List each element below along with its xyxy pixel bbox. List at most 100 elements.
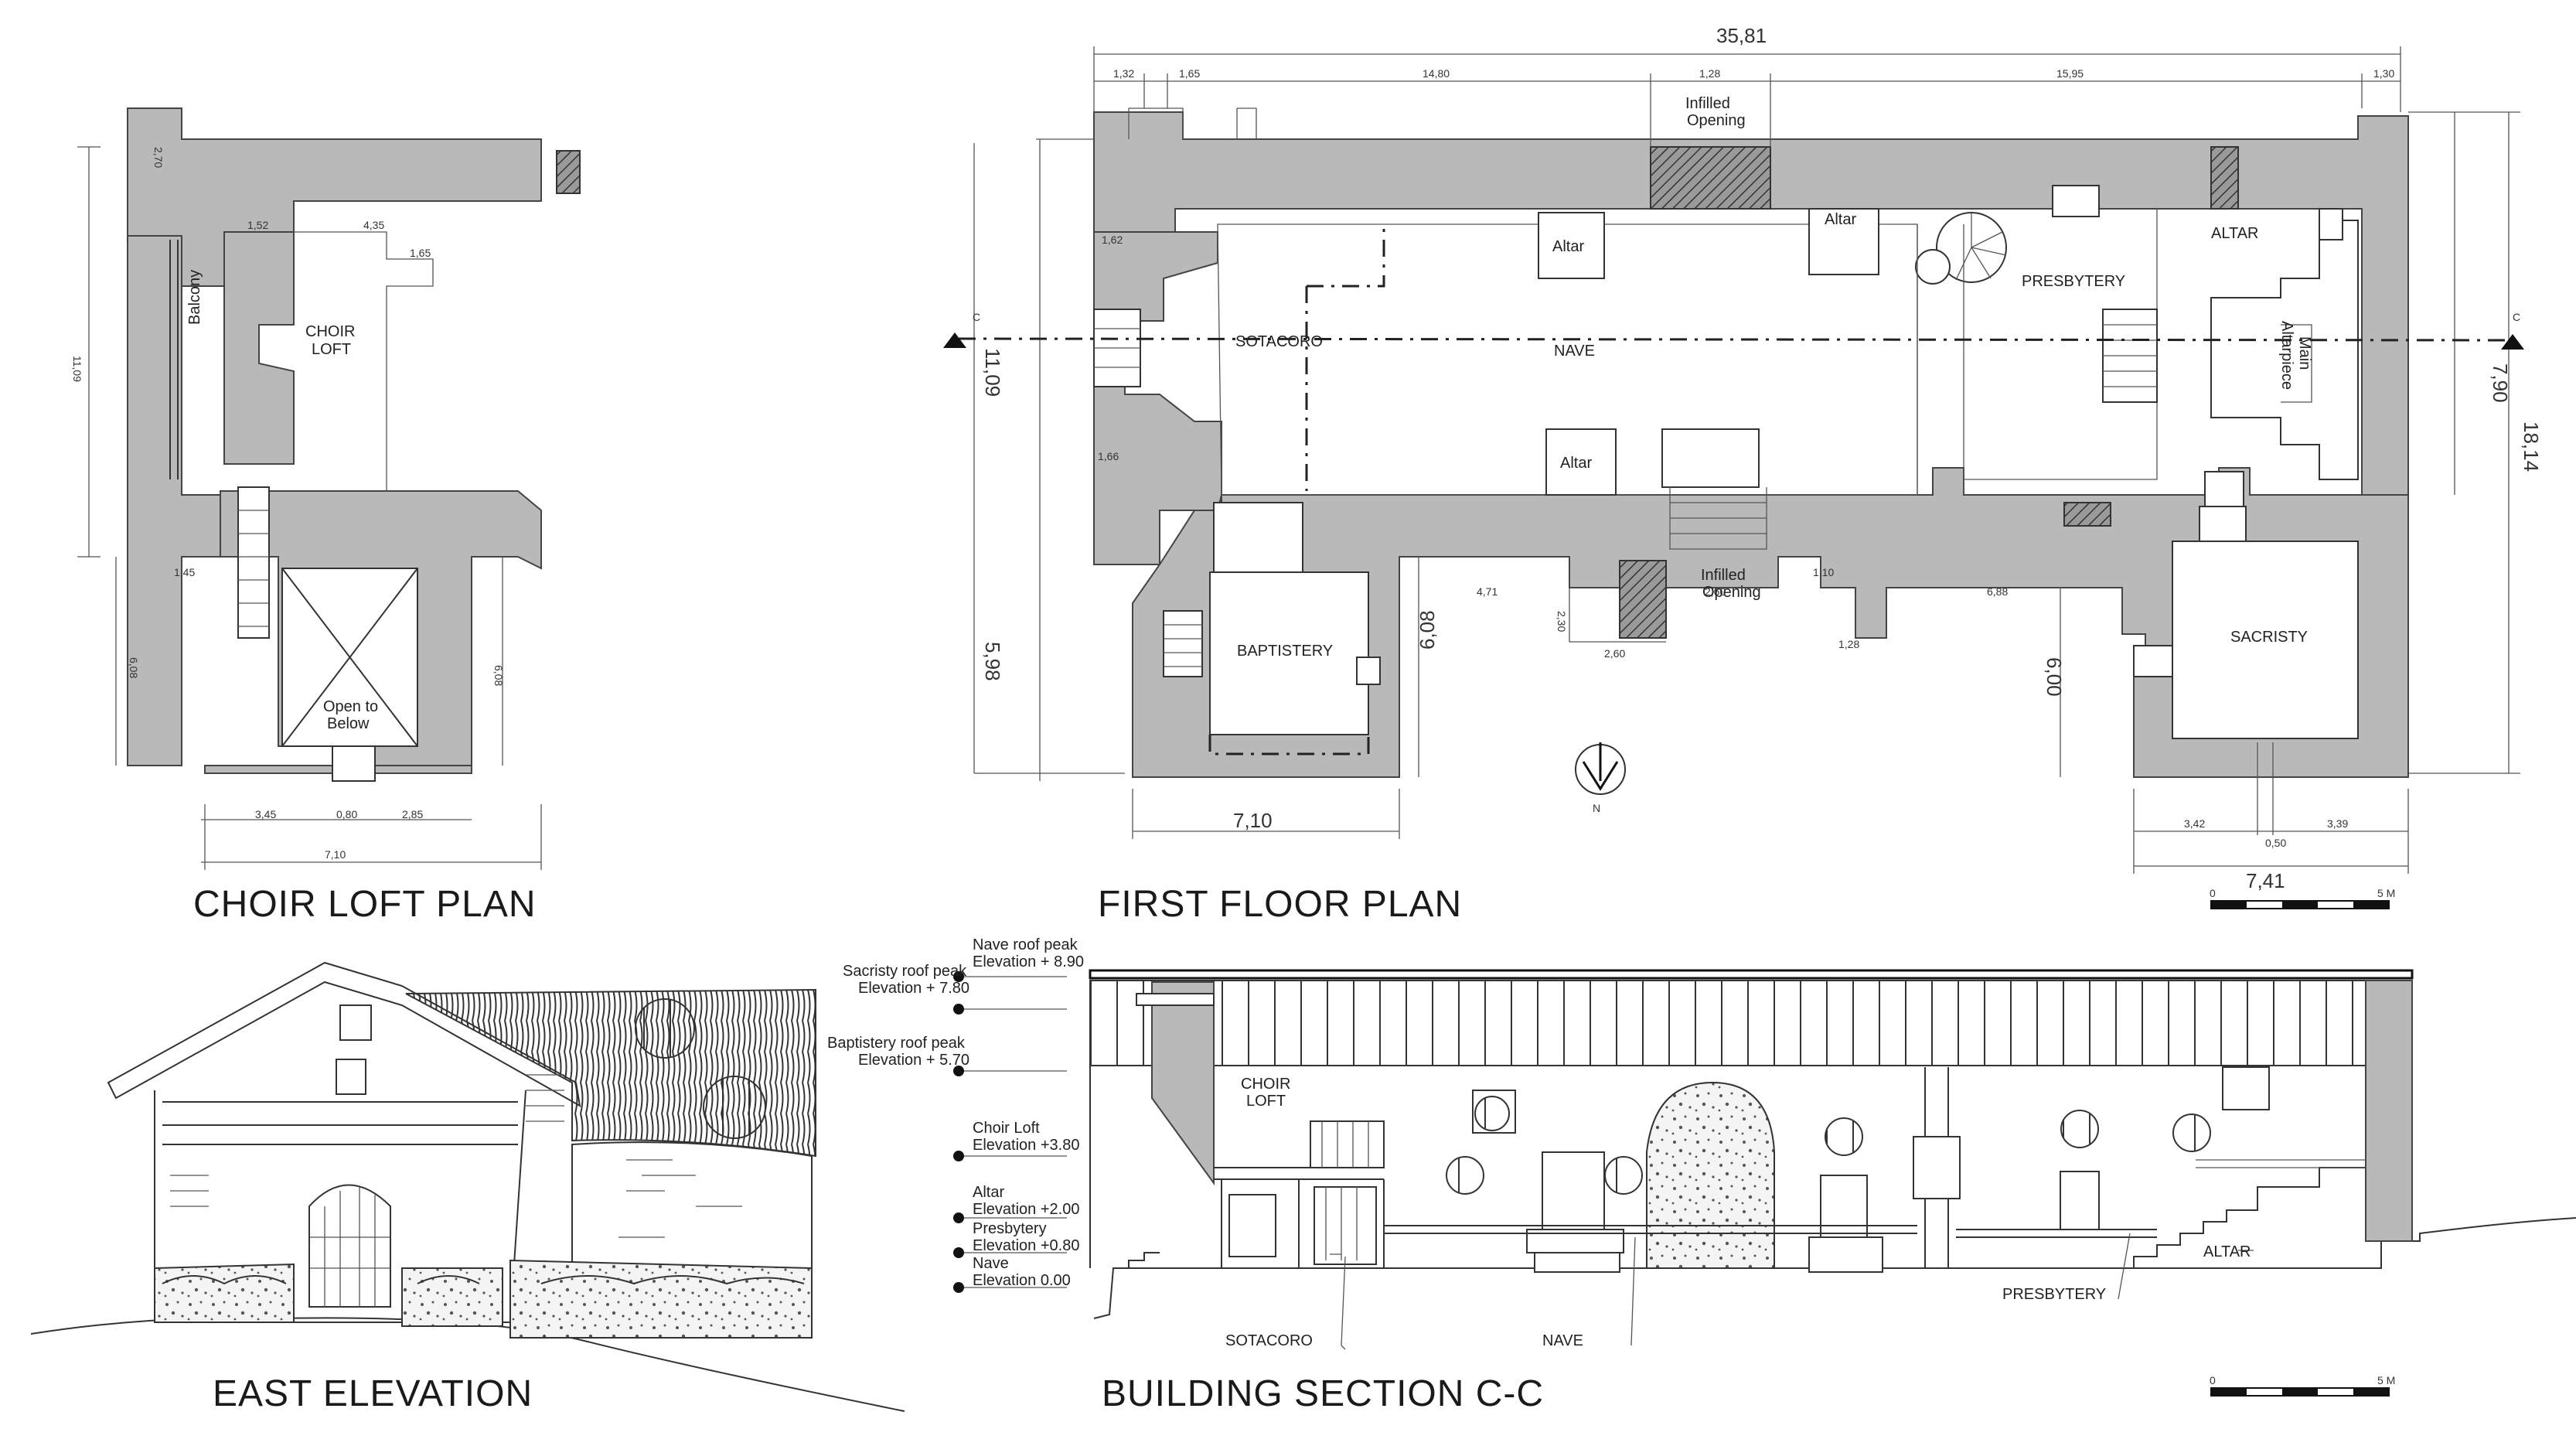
sotacoro-label: SOTACORO <box>1235 333 1323 350</box>
dim-4-35: 4,35 <box>363 219 384 231</box>
spiral-stair <box>1915 212 2007 285</box>
dim-1-32: 1,32 <box>1113 67 1134 80</box>
infilled-opening-label-2: Opening <box>1687 112 1746 129</box>
dim-3-42: 3,42 <box>2184 817 2205 830</box>
scale-bar-plan: 0 5 M <box>2210 887 2395 909</box>
baptistery-stair <box>1163 610 1203 677</box>
building-section-c-c: Nave roof peak Elevation + 8.90 Sacristy… <box>827 936 2576 1414</box>
section-choir-loft-label: CHOIR <box>1241 1076 1290 1093</box>
infilled-opening-north <box>1650 146 1771 210</box>
nave-roof-peak-label: Nave roof peak <box>973 936 1078 953</box>
east-elevation-title: EAST ELEVATION <box>213 1373 533 1414</box>
section-line-c-c <box>958 337 2517 342</box>
altar-label-north: Altar <box>1552 238 1584 255</box>
dim-11-09: 11,09 <box>981 348 1004 397</box>
nave-label: NAVE <box>1554 343 1595 360</box>
balcony-label: Balcony <box>186 270 203 325</box>
dim-6-08-left: 6,08 <box>128 657 140 678</box>
nave-elevation-label: Nave <box>973 1255 1009 1272</box>
dim-2-30: 2,30 <box>1555 611 1568 632</box>
dim-14-80: 14,80 <box>1423 67 1450 80</box>
infilled-opening-label: Infilled <box>1685 95 1730 112</box>
section-nave-label: NAVE <box>1542 1332 1583 1349</box>
section-roof <box>1089 969 2414 980</box>
nave-roof-peak-elevation: Elevation + 8.90 <box>973 953 1084 970</box>
section-choir-loft-label-2: LOFT <box>1246 1093 1286 1110</box>
elevation-markers: Nave roof peak Elevation + 8.90 Sacristy… <box>827 936 1084 1293</box>
dim-1-62: 1,62 <box>1102 234 1123 246</box>
dim-11-09: 11,09 <box>71 356 83 382</box>
dim-2-60-a: 2,60 <box>1604 647 1625 660</box>
dim-1-45: 1,45 <box>174 566 195 578</box>
section-letter-east: C <box>2513 311 2520 323</box>
choir-loft-elevation: Elevation +3.80 <box>973 1137 1079 1154</box>
choir-loft-label: CHOIR <box>305 323 355 340</box>
infilled-opening-south-label: Infilled <box>1701 567 1746 584</box>
presbytery-elevation: Elevation +0.80 <box>973 1237 1079 1254</box>
dim-0-80: 0,80 <box>336 808 357 820</box>
dim-3-45: 3,45 <box>255 808 276 820</box>
east-elevation: EAST ELEVATION <box>30 961 905 1414</box>
altar-elevation-label: Altar <box>973 1184 1004 1201</box>
choir-loft-dimensions: 1,52 4,35 1,65 1,45 11,09 6,08 6,08 3,45… <box>71 147 505 861</box>
dim-1-28-b: 1,28 <box>1838 638 1859 650</box>
altarpiece-label: Main <box>2296 336 2313 370</box>
open-to-below-label: Open to <box>323 698 378 715</box>
dim-1-30: 1,30 <box>2373 67 2394 80</box>
section-choir-wall <box>1151 981 1215 1186</box>
dim-4-71: 4,71 <box>1477 585 1498 598</box>
east-door <box>308 1184 391 1308</box>
choir-loft-wall-north <box>127 107 542 287</box>
dim-1-65: 1,65 <box>410 247 431 259</box>
sacristy-roof-peak-elevation: Elevation + 7.80 <box>858 980 969 997</box>
altar-label-east: Altar <box>1825 211 1856 228</box>
dim-6-88: 6,88 <box>1987 585 2008 598</box>
scale-bar-end: 5 M <box>2377 887 2395 899</box>
choir-loft-label-2: LOFT <box>312 341 351 358</box>
baptistery-room <box>1209 571 1369 735</box>
dim-2-85: 2,85 <box>402 808 423 820</box>
presbytery-elevation-label: Presbytery <box>973 1220 1047 1237</box>
dim-7-10: 7,10 <box>325 848 346 861</box>
section-letter-west: C <box>973 311 980 323</box>
presbytery-label: PRESBYTERY <box>2022 273 2125 290</box>
altar-label-south: Altar <box>1560 455 1592 472</box>
choir-loft-plan: 1,52 4,35 1,65 1,45 11,09 6,08 6,08 3,45… <box>71 107 581 925</box>
north-arrow: N <box>1575 742 1626 814</box>
dim-2-70: 2,70 <box>152 147 165 168</box>
dim-0-50: 0,50 <box>2265 837 2286 849</box>
choir-loft-plan-title: CHOIR LOFT PLAN <box>193 884 537 925</box>
dim-1-28: 1,28 <box>1699 67 1720 80</box>
sacristy-roof-peak-label: Sacristy roof peak <box>843 963 967 980</box>
dim-6-00: 6,00 <box>2043 657 2066 697</box>
dim-1-66: 1,66 <box>1098 450 1119 462</box>
scale-bar-section: 0 5 M <box>2210 1374 2395 1397</box>
dim-1-52: 1,52 <box>247 219 268 231</box>
dim-18-14: 18,14 <box>2520 421 2543 472</box>
choir-loft-wall-balcony <box>223 231 295 465</box>
north-label: N <box>1593 802 1600 814</box>
section-presbytery-label: PRESBYTERY <box>2002 1286 2106 1303</box>
dim-2-60-b: 2,60 <box>1705 585 1726 598</box>
building-section-title: BUILDING SECTION C-C <box>1102 1373 1544 1414</box>
infilled-opening-south-label-2: Opening <box>1702 584 1761 601</box>
dim-7-90: 7,90 <box>2489 363 2512 403</box>
choir-loft-elevation-label: Choir Loft <box>973 1120 1040 1137</box>
dim-6-08-right: 6,08 <box>492 665 505 686</box>
infilled-opening-south <box>1619 560 1667 639</box>
altarpiece-label-2: Altarpiece <box>2278 321 2295 390</box>
sacristy-label: SACRISTY <box>2230 629 2308 646</box>
baptistery-label: BAPTISTERY <box>1237 643 1333 660</box>
main-altar-label: ALTAR <box>2211 225 2259 242</box>
choir-loft-stair <box>237 486 270 639</box>
section-infilled-arch <box>1646 1081 1775 1269</box>
section-rafters <box>1089 980 2366 1066</box>
section-marker-east <box>2501 334 2524 350</box>
sacristy-room <box>2172 541 2359 739</box>
section-east-wall <box>2365 980 2413 1242</box>
choir-loft-wall-west <box>127 235 221 766</box>
first-floor-plan-title: FIRST FLOOR PLAN <box>1098 884 1462 925</box>
dim-15-95: 15,95 <box>2056 67 2084 80</box>
dim-5-98: 5,98 <box>981 642 1004 681</box>
altar-elevation: Elevation +2.00 <box>973 1201 1079 1218</box>
